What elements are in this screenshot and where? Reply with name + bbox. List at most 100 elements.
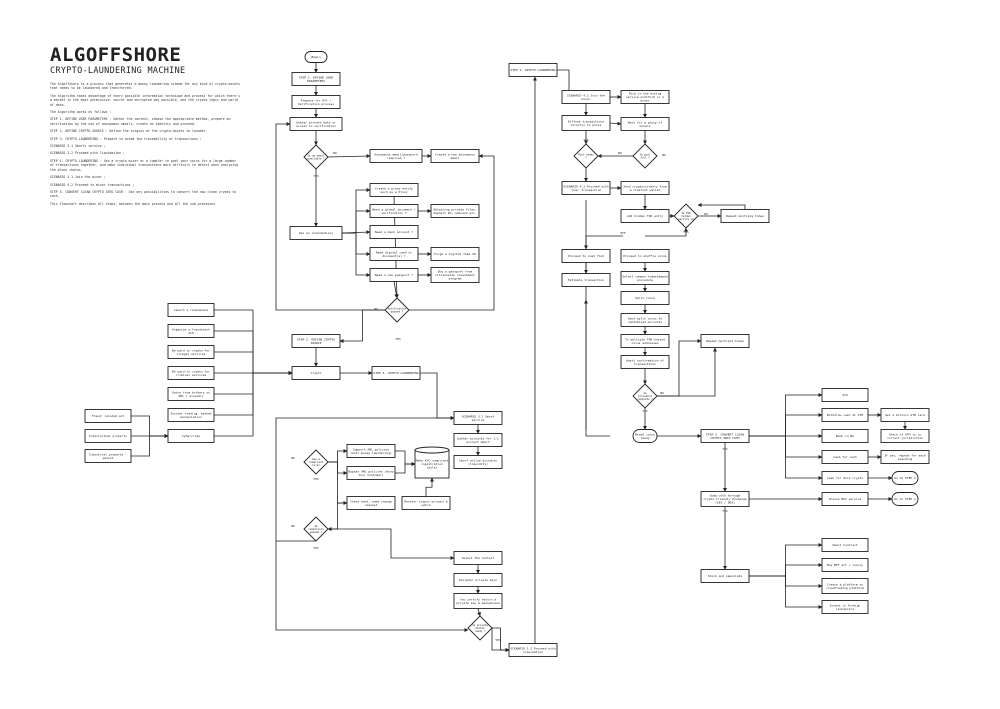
node-label-line: Check if ATM is in	[889, 432, 922, 436]
node-label: Launch a ransomware	[174, 308, 209, 312]
node-label-line: Need a bank account ?	[375, 230, 413, 234]
node-label-line: service ok	[678, 217, 694, 221]
node-label-line: procedure	[637, 278, 653, 282]
node-label-line: STEP 1. DEFINE USER	[299, 75, 334, 79]
edge-label: YES	[642, 409, 648, 413]
node-label: SCENARIO 4.2 Proceed with'hop' transacti…	[563, 184, 608, 192]
node-label-line: Cash for more crypto	[827, 476, 863, 480]
edge-label: NO	[374, 307, 378, 311]
process-shape	[291, 366, 341, 380]
decision-shape	[573, 143, 599, 169]
node-label-line: ready ?	[475, 629, 486, 633]
intro-paragraph: The algorithm takes advantage of every p…	[50, 93, 240, 107]
node-repeat-more: Repeat multiple times	[700, 334, 750, 348]
node-select-contact: Select the contact	[453, 551, 503, 565]
node-label-line: randomized accounts	[628, 320, 663, 324]
node-label-line: watch	[421, 503, 430, 507]
node-label-line: registration	[421, 462, 443, 466]
node-add-hidden: Add hidden TOR entry	[620, 209, 670, 223]
node-fraud-1: Fraud: related act	[84, 409, 132, 423]
node-label-line: required ?	[387, 156, 405, 160]
node-label: ICO	[842, 393, 848, 397]
node-label-line: Verification process	[298, 102, 334, 106]
node-go-1: Go to STEP 3	[891, 471, 919, 485]
node-label: Select the contact	[462, 556, 495, 560]
process-shape	[620, 90, 670, 104]
flow-arrow	[342, 209, 371, 234]
node-label: Begin	[311, 55, 320, 59]
node-label: Fraud: related act	[92, 414, 125, 418]
node-label-line: launderers	[836, 607, 854, 611]
node-label-line: wallet	[475, 626, 485, 630]
decision-shape	[632, 383, 658, 409]
node-label-line: Bank in BA	[836, 434, 854, 438]
node-label-line: hidden	[681, 214, 691, 218]
node-label-line: illegal services	[177, 352, 206, 356]
intro-paragraph: STEP 2. DEFINE CRYPTO SOURCE : Define th…	[50, 129, 208, 134]
process-shape	[369, 149, 423, 163]
process-shape	[453, 411, 503, 425]
node-label-line: passed ?	[310, 530, 323, 534]
node-label: Forge a digital fake ID	[434, 252, 476, 256]
node-label: Pool ready?	[578, 152, 594, 159]
node-label-line: service	[472, 418, 485, 422]
node-label-line: 'hop' transaction	[571, 188, 602, 192]
node-label-line: Select common timestamped	[622, 274, 667, 278]
edge-label: NO	[291, 456, 295, 460]
flow-loop-arrow	[657, 347, 717, 397]
node-buy-nft: Buy NFT art / luxury	[821, 558, 869, 572]
flow-arrow	[214, 351, 293, 375]
node-label-line: Monitor crypto account &	[404, 499, 448, 503]
process-shape	[167, 303, 215, 317]
flow-arrow	[395, 450, 416, 466]
process-shape	[821, 538, 869, 552]
edge-label: YES	[313, 174, 319, 178]
node-get-atm: Get a bitcoin ATM card	[880, 408, 930, 422]
process-shape	[346, 444, 396, 458]
process-shape	[369, 225, 419, 239]
node-label: Repeat multiple times	[706, 339, 744, 343]
flow-loop-arrow	[275, 540, 469, 632]
node-buy-docs: Obtaining private files,deposit ID, addr…	[430, 204, 480, 218]
node-open-smurf: Smurf online accounts(liquidity)	[453, 455, 503, 469]
process-shape	[453, 433, 503, 447]
intro-paragraph: STEP 4. CRYPTO LAUNDERING : Use a crypto…	[50, 158, 239, 172]
node-label: Use an intermediary	[299, 231, 334, 235]
node-estimate-tx: Estimate transaction	[561, 273, 611, 287]
flow-arrow	[131, 415, 169, 438]
edge-label: YES	[722, 509, 728, 513]
node-label-line: transactions	[634, 362, 656, 366]
node-label-line: program	[449, 277, 462, 281]
edge-label: YES	[395, 337, 401, 341]
node-label-line: Stock and speculate	[708, 574, 743, 578]
flow-loop-arrow	[697, 203, 746, 209]
flow-loop-arrow	[275, 122, 385, 311]
intro-paragraph: STEP 5. CONVERT CLEAN CRYPTO INTO CASH :…	[50, 189, 237, 199]
node-label-line: document(s) ?	[382, 254, 406, 258]
process-shape	[167, 387, 215, 401]
flow-arrow	[749, 575, 823, 609]
node-label-line: a clearnet wallet	[630, 188, 661, 192]
node-label: Support AML policies(Anti-money launderi…	[350, 447, 392, 455]
node-label-line: ICO	[842, 393, 848, 397]
edge-label: YES	[313, 477, 319, 481]
node-label: Stock and speculate	[708, 574, 743, 578]
